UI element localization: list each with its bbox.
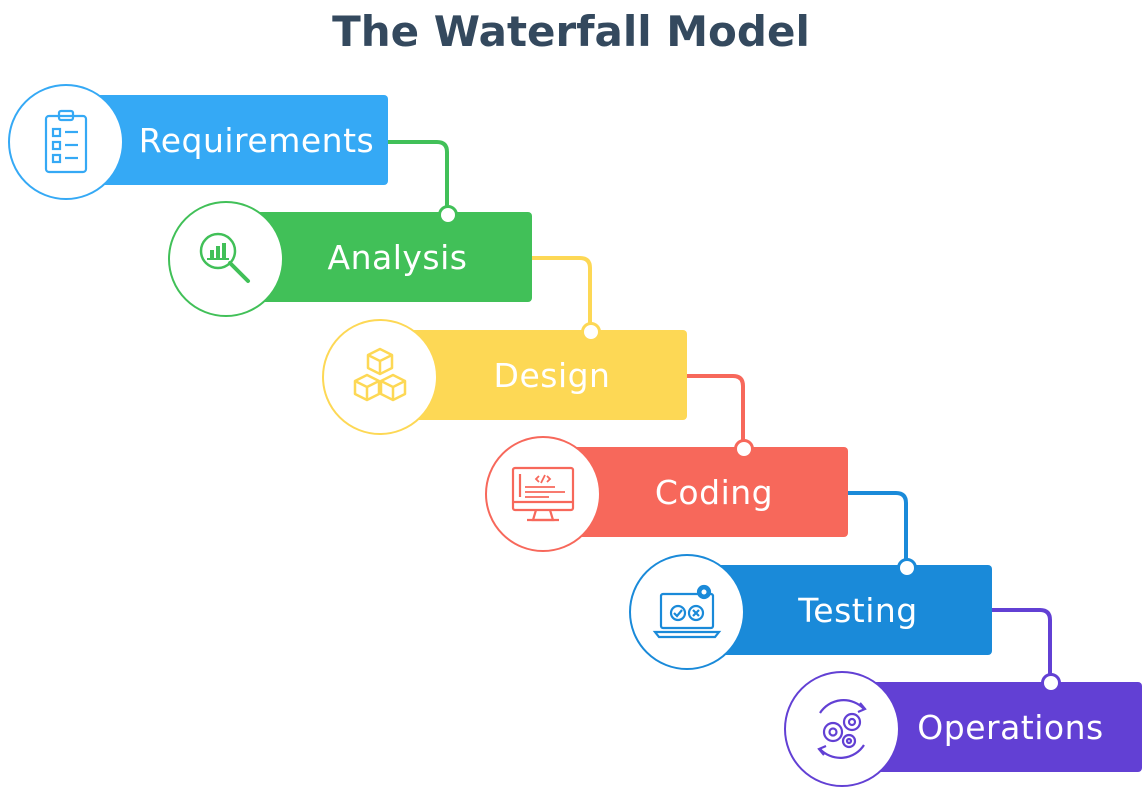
connector-dot: [581, 322, 601, 342]
icon-circle: [322, 319, 438, 435]
connector-analysis-design: [532, 256, 592, 330]
laptop-gear-icon: [652, 584, 722, 639]
icon-circle: [8, 84, 124, 200]
gears-cycle-icon: [817, 699, 867, 759]
monitor-code-icon: [511, 466, 575, 522]
stage-label: Operations: [917, 707, 1104, 747]
icon-circle: [168, 201, 284, 317]
clipboard-checklist-icon: [44, 109, 88, 174]
stage-label: Analysis: [327, 237, 468, 277]
stage-label: Testing: [798, 590, 918, 630]
connector-dot: [897, 558, 917, 578]
connector-dot: [438, 205, 458, 225]
connector-dot: [1041, 673, 1061, 693]
icon-circle: [485, 436, 601, 552]
stage-label: Design: [493, 355, 611, 395]
connector-testing-operations: [992, 608, 1052, 682]
cubes-icon: [353, 347, 407, 402]
diagram-title: The Waterfall Model: [332, 7, 810, 56]
icon-circle: [784, 671, 900, 787]
connector-design-coding: [687, 374, 745, 447]
icon-circle: [629, 554, 745, 670]
connector-coding-testing: [848, 491, 908, 567]
stage-label: Requirements: [138, 120, 375, 160]
stage-label: Coding: [654, 472, 774, 512]
magnifier-chart-icon: [199, 232, 250, 283]
connector-requirements-analysis: [388, 140, 449, 213]
connector-dot: [734, 439, 754, 459]
